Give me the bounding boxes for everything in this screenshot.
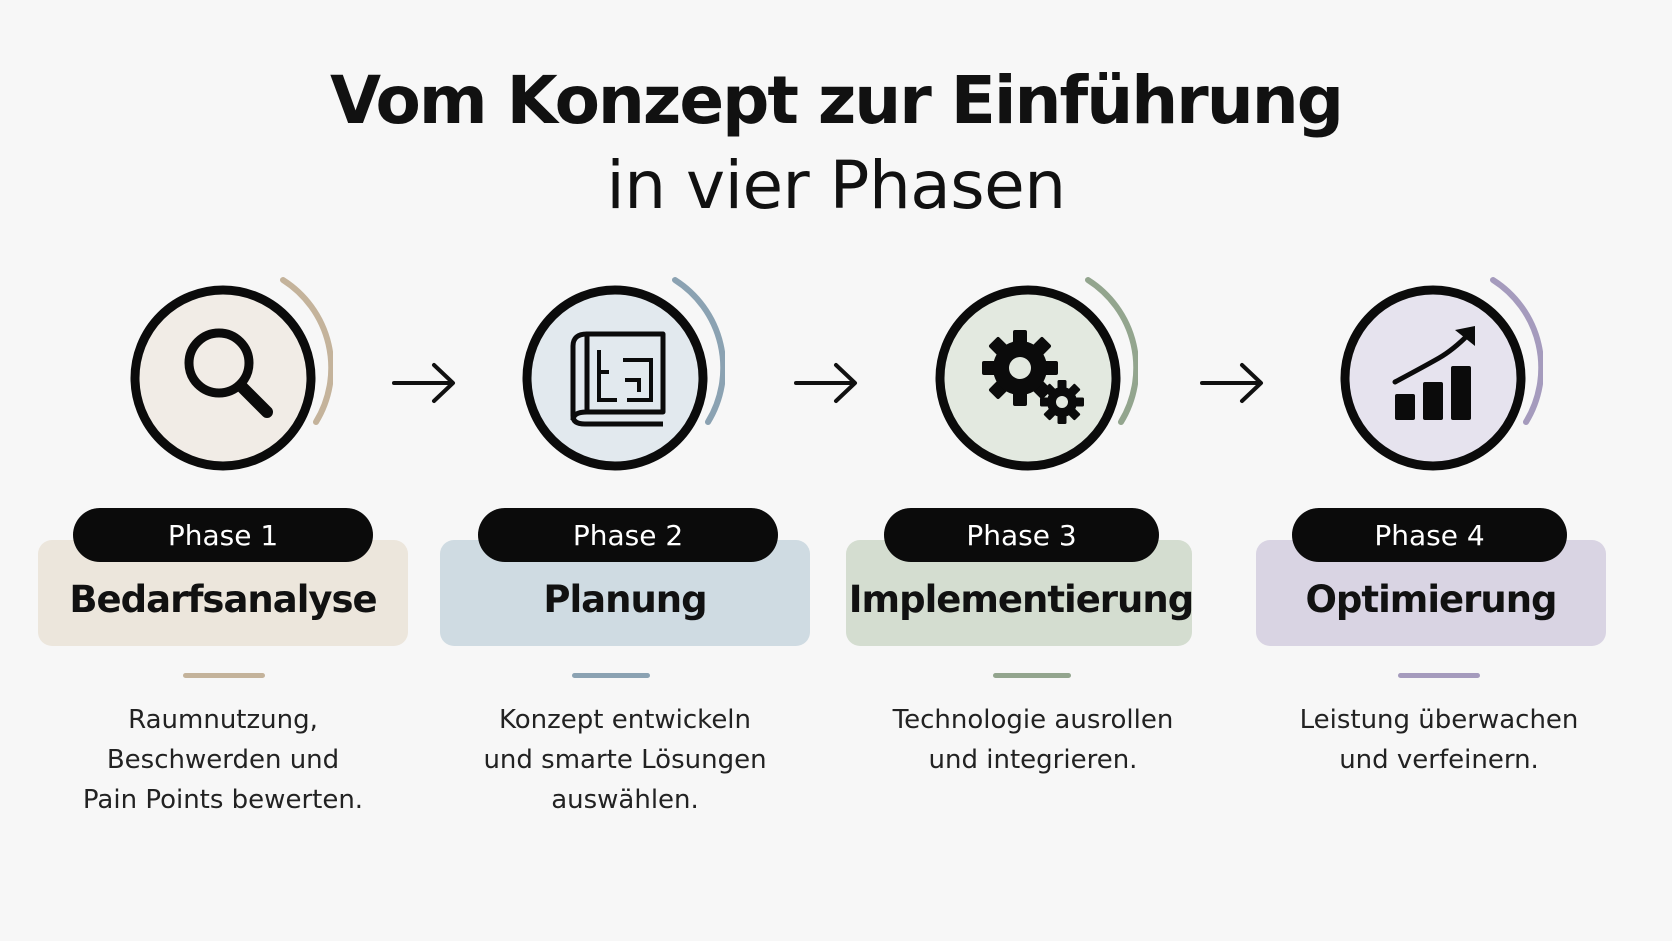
phase-2-divider bbox=[572, 673, 650, 678]
phase-4-divider bbox=[1398, 673, 1480, 678]
arrow-right-icon bbox=[794, 363, 857, 403]
arrow-right-icon bbox=[392, 363, 455, 403]
phase-4-icon-badge bbox=[1333, 270, 1543, 480]
phase-1-description: Raumnutzung, Beschwerden und Pain Points… bbox=[38, 700, 408, 820]
phase-2-description: Konzept entwickeln und smarte Lösungen a… bbox=[440, 700, 810, 820]
page-subtitle: in vier Phasen bbox=[606, 147, 1066, 224]
phase-4-description: Leistung überwachen und verfeinern. bbox=[1264, 700, 1614, 780]
phase-3-description-line: und integrieren. bbox=[928, 745, 1138, 775]
phase-1-name: Bedarfsanalyse bbox=[69, 578, 377, 621]
blueprint-icon bbox=[570, 331, 666, 427]
phase-4-description-line: Leistung überwachen bbox=[1299, 705, 1579, 735]
phase-3-icon-badge bbox=[928, 270, 1138, 480]
phase-3-name: Implementierung bbox=[848, 578, 1194, 621]
phase-2-name: Planung bbox=[543, 578, 707, 621]
phase-3-description: Technologie ausrollen und integrieren. bbox=[860, 700, 1206, 780]
phase-1-divider bbox=[183, 673, 265, 678]
phase-2-description-line: und smarte Lösungen bbox=[483, 745, 767, 775]
phase-3-pill: Phase 3 bbox=[884, 508, 1159, 562]
phase-1-description-line: Pain Points bewerten. bbox=[82, 785, 364, 815]
phase-2: Phase 2 Planung Konzept entwickeln und s… bbox=[440, 270, 810, 830]
phase-2-icon-badge bbox=[515, 270, 725, 480]
phase-2-pill: Phase 2 bbox=[478, 508, 778, 562]
page-title: Vom Konzept zur Einführung bbox=[330, 62, 1344, 139]
phase-4-description-line: und verfeinern. bbox=[1339, 745, 1539, 775]
phase-1: Phase 1 Bedarfsanalyse Raumnutzung, Besc… bbox=[38, 270, 408, 830]
phase-1-icon-badge bbox=[123, 270, 333, 480]
phase-3-divider bbox=[993, 673, 1071, 678]
phase-4-name: Optimierung bbox=[1305, 578, 1557, 621]
phase-2-description-line: Konzept entwickeln bbox=[498, 705, 752, 735]
phase-4: Phase 4 Optimierung Leistung überwachen … bbox=[1256, 270, 1626, 830]
phase-1-description-line: Beschwerden und bbox=[106, 745, 340, 775]
phase-3: Phase 3 Implementierung Technologie ausr… bbox=[846, 270, 1218, 830]
phase-2-description-line: auswählen. bbox=[551, 785, 699, 815]
arrow-right-icon bbox=[1200, 363, 1263, 403]
gears-icon bbox=[982, 330, 1084, 424]
phase-4-pill: Phase 4 bbox=[1292, 508, 1567, 562]
growth-chart-icon bbox=[1392, 326, 1475, 420]
progress-ring-icon bbox=[130, 277, 333, 471]
phase-1-description-line: Raumnutzung, bbox=[128, 705, 318, 735]
phase-1-pill: Phase 1 bbox=[73, 508, 373, 562]
phase-3-description-line: Technologie ausrollen bbox=[892, 705, 1174, 735]
magnifier-icon bbox=[184, 328, 273, 418]
progress-ring-icon bbox=[1340, 277, 1543, 471]
title-block: Vom Konzept zur Einführung in vier Phase… bbox=[0, 58, 1672, 228]
